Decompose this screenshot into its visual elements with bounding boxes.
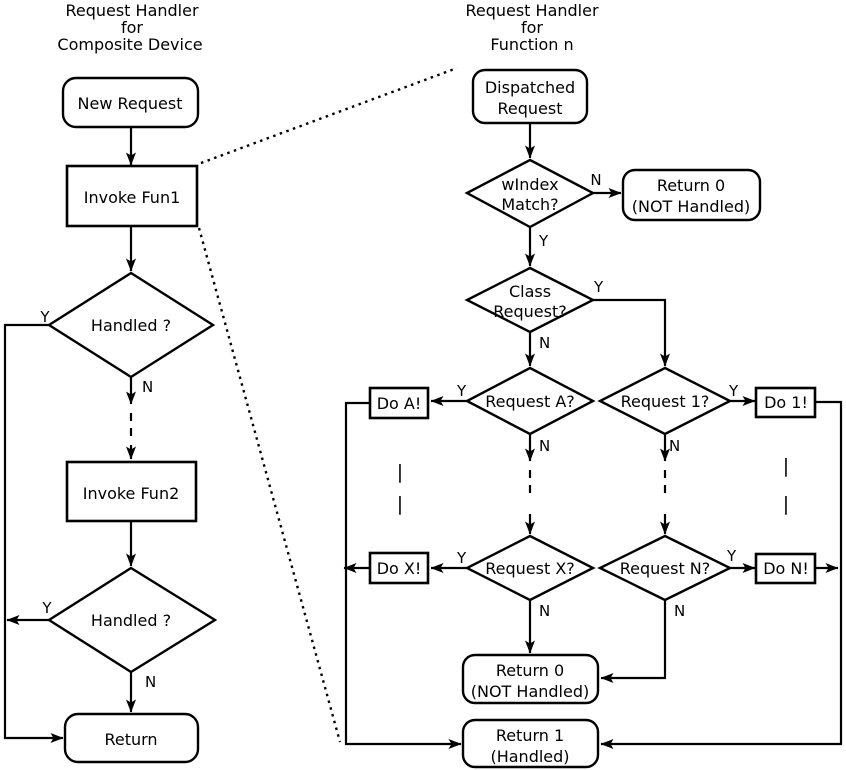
request-a-no-label: N <box>539 437 550 455</box>
return-1-node <box>461 718 600 769</box>
invoke-fun2-label: Invoke Fun2 <box>83 484 180 503</box>
do-1-node <box>754 386 817 419</box>
connector-request-n-no-to-return-0 <box>600 600 667 683</box>
connector-class-yes-to-request-1 <box>593 298 670 367</box>
continuation-mark-left-2: | <box>397 493 403 515</box>
continuation-mark-right-1: | <box>783 455 789 477</box>
windex-yes-label: Y <box>538 232 549 250</box>
do-a-node <box>368 386 430 420</box>
return-0-bottom-node <box>461 653 600 705</box>
request-1-label: Request 1? <box>621 392 710 411</box>
do-a-label: Do A! <box>377 394 422 413</box>
do-x-label: Do X! <box>377 559 422 578</box>
handled-2-label: Handled ? <box>91 611 171 630</box>
connector-do-1-to-return-1 <box>600 400 843 749</box>
request-x-label: Request X? <box>485 559 575 578</box>
handled-1-no-label: N <box>142 378 153 396</box>
handled-2-no-label: N <box>145 673 156 691</box>
return-0-top-label-line-2: (NOT Handled) <box>632 197 750 216</box>
function-n-flowchart: Request Handler for Function n Dispatche… <box>343 1 843 769</box>
do-1-label: Do 1! <box>764 393 808 412</box>
return-1-label-line-2: (Handled) <box>490 747 569 766</box>
left-title-line-3: Composite Device <box>57 35 202 54</box>
windex-match-label-line-2: Match? <box>501 195 558 214</box>
dispatched-request-label-line-1: Dispatched <box>485 78 575 97</box>
do-x-node <box>368 551 430 585</box>
expansion-dotted-line-bottom <box>197 227 342 743</box>
expansion-dotted-line-top <box>200 66 458 165</box>
connector-do-a-to-return-1 <box>344 401 462 749</box>
handled-1-label: Handled ? <box>91 316 171 335</box>
dispatched-request-label-line-2: Request <box>498 99 563 118</box>
new-request-label: New Request <box>78 94 183 113</box>
return-0-top-node <box>621 168 762 222</box>
windex-match-label-line-1: wIndex <box>501 175 558 194</box>
return-0-bottom-label-line-1: Return 0 <box>496 661 564 680</box>
composite-device-flowchart: Request Handler for Composite Device New… <box>3 1 218 764</box>
request-x-no-label: N <box>539 602 550 620</box>
do-n-label: Do N! <box>763 559 809 578</box>
continuation-mark-left-1: | <box>397 461 403 483</box>
request-a-yes-label: Y <box>456 382 467 400</box>
right-title-line-3: Function n <box>490 35 573 54</box>
class-request-label-line-2: Request? <box>493 302 566 321</box>
class-yes-label: Y <box>593 278 604 296</box>
request-1-yes-label: Y <box>728 382 739 400</box>
request-1-no-label: N <box>669 437 680 455</box>
right-title-line-1: Request Handler <box>465 1 599 20</box>
return-node <box>63 712 200 764</box>
do-n-node <box>754 552 817 585</box>
continuation-mark-right-2: | <box>783 493 789 515</box>
windex-no-label: N <box>590 171 601 189</box>
class-request-label-line-1: Class <box>509 282 551 301</box>
return-0-top-label-line-1: Return 0 <box>657 176 725 195</box>
left-title-line-1: Request Handler <box>65 1 199 20</box>
request-a-label: Request A? <box>485 392 575 411</box>
class-no-label: N <box>539 334 550 352</box>
return-label: Return <box>104 730 157 749</box>
request-x-yes-label: Y <box>456 549 467 567</box>
right-title-line-2: for <box>521 18 543 37</box>
handled-2-yes-label: Y <box>41 599 52 617</box>
handled-1-yes-label: Y <box>39 308 50 326</box>
request-n-label: Request N? <box>620 559 711 578</box>
request-n-no-label: N <box>674 602 685 620</box>
left-title-line-2: for <box>121 18 143 37</box>
expansion-indicator-lines <box>197 66 458 743</box>
request-n-yes-label: Y <box>726 547 737 565</box>
connector-handled-1-yes-to-return <box>3 323 64 743</box>
invoke-fun1-node <box>65 164 199 228</box>
return-0-bottom-label-line-2: (NOT Handled) <box>471 682 589 701</box>
return-1-label-line-1: Return 1 <box>496 726 564 745</box>
invoke-fun1-label: Invoke Fun1 <box>84 188 181 207</box>
